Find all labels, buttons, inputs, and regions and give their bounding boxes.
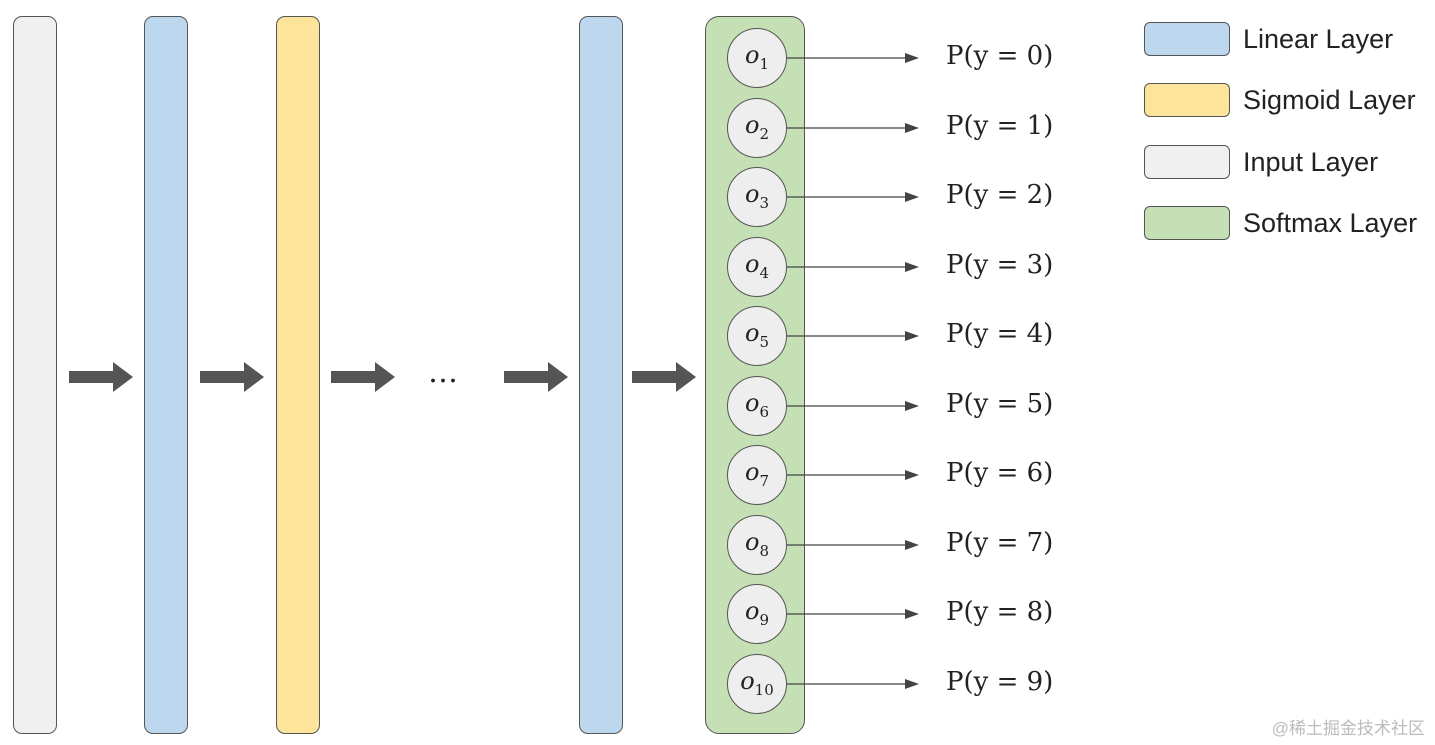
output-node-subscript: 8 xyxy=(759,541,769,560)
legend-label: Linear Layer xyxy=(1243,24,1394,54)
flow-arrow-icon xyxy=(200,362,264,392)
output-node-subscript: 6 xyxy=(759,402,769,421)
output-node: o2 xyxy=(727,97,787,158)
output-arrow-icon xyxy=(787,192,919,202)
output-node-label: o9 xyxy=(745,597,769,629)
flow-arrow-icon xyxy=(331,362,395,392)
flow-arrow-icon xyxy=(632,362,696,392)
legend-swatch-softmax xyxy=(1144,206,1230,240)
output-node: o3 xyxy=(727,167,787,227)
ellipsis: … xyxy=(428,355,460,390)
output-node-label: o1 xyxy=(745,41,769,73)
output-node-subscript: 5 xyxy=(759,333,769,351)
output-node-symbol: o xyxy=(745,388,760,417)
output-arrow-icon xyxy=(787,53,919,63)
output-node: o10 xyxy=(727,653,787,714)
probability-label: P(y = 1) xyxy=(946,110,1054,141)
probability-label: P(y = 0) xyxy=(946,41,1054,71)
output-node-label: o8 xyxy=(745,528,769,560)
watermark: @稀土掘金技术社区 xyxy=(1271,719,1425,738)
output-node-label: o3 xyxy=(745,180,769,212)
legend-swatch-input xyxy=(1144,145,1230,179)
probability-label: P(y = 3) xyxy=(946,249,1054,280)
probability-label: P(y = 5) xyxy=(946,388,1054,419)
output-node-subscript: 1 xyxy=(759,55,769,73)
legend-label: Input Layer xyxy=(1243,147,1379,177)
output-node-subscript: 2 xyxy=(759,124,769,143)
probability-label: P(y = 9) xyxy=(946,666,1054,697)
output-node-label: o7 xyxy=(745,458,769,490)
output-arrow-icon xyxy=(787,470,919,480)
output-node-label: o10 xyxy=(740,667,774,699)
probability-label: P(y = 2) xyxy=(946,180,1054,210)
probability-label: P(y = 7) xyxy=(946,527,1054,558)
output-node: o7 xyxy=(727,445,787,505)
output-node-symbol: o xyxy=(745,249,760,278)
probability-label: P(y = 8) xyxy=(946,597,1054,627)
probability-label: P(y = 6) xyxy=(946,458,1054,488)
output-node-symbol: o xyxy=(745,319,760,347)
probability-label: P(y = 4) xyxy=(946,319,1054,349)
output-node-label: o4 xyxy=(745,250,769,282)
output-node-subscript: 4 xyxy=(759,263,769,282)
output-arrow-icon xyxy=(787,539,919,550)
legend-swatch-linear xyxy=(1144,22,1230,56)
output-node-label: o6 xyxy=(745,389,769,421)
output-arrow-icon xyxy=(787,261,919,272)
output-arrow-icon xyxy=(787,678,919,689)
legend-label: Sigmoid Layer xyxy=(1243,85,1416,115)
output-node: o5 xyxy=(727,306,787,366)
output-node: o8 xyxy=(727,514,787,575)
sigmoid-layer xyxy=(276,16,320,734)
output-node-subscript: 9 xyxy=(759,611,769,629)
output-node: o9 xyxy=(727,584,787,644)
output-node-symbol: o xyxy=(745,458,760,486)
output-node-label: o2 xyxy=(745,111,769,143)
flow-arrow-icon xyxy=(504,362,568,392)
legend-label: Softmax Layer xyxy=(1243,208,1418,238)
input-layer xyxy=(13,16,57,734)
output-node-subscript: 3 xyxy=(759,194,769,212)
linear-layer-1 xyxy=(144,16,188,734)
output-node-subscript: 7 xyxy=(759,472,769,490)
output-arrow-icon xyxy=(787,609,919,619)
output-node-symbol: o xyxy=(740,666,755,695)
output-node: o1 xyxy=(727,28,787,88)
output-node: o6 xyxy=(727,375,787,436)
linear-layer-2 xyxy=(579,16,623,734)
output-node: o4 xyxy=(727,236,787,297)
output-node-label: o5 xyxy=(745,319,769,351)
output-node-subscript: 10 xyxy=(754,680,774,699)
output-node-symbol: o xyxy=(745,180,760,208)
output-node-symbol: o xyxy=(745,110,760,139)
output-arrow-icon xyxy=(787,122,919,133)
output-node-symbol: o xyxy=(745,41,760,69)
output-node-symbol: o xyxy=(745,527,760,556)
flow-arrow-icon xyxy=(69,362,133,392)
legend-swatch-sigmoid xyxy=(1144,83,1230,117)
output-arrow-icon xyxy=(787,400,919,411)
output-node-symbol: o xyxy=(745,597,760,625)
output-arrow-icon xyxy=(787,331,919,341)
